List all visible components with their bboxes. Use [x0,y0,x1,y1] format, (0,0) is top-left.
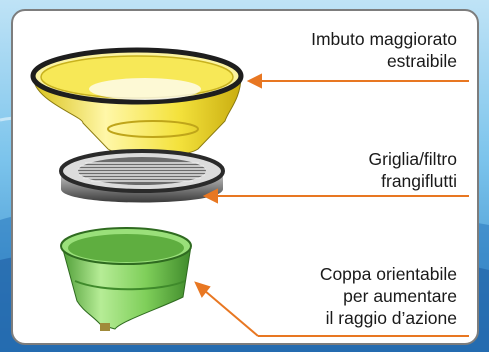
grid-filter-label: Griglia/filtro frangiflutti [368,149,458,191]
components-illustration [30,47,469,337]
cup-label: Coppa orientabile per aumentare il raggi… [319,264,457,328]
cup-part [60,227,192,331]
funnel-label: Imbuto maggiorato estraibile [311,29,457,71]
funnel-part [30,47,244,157]
grid-filter-part [59,149,225,203]
diagram-panel: Imbuto maggiorato estraibile Griglia/fil… [11,9,479,345]
pointer-lines [194,73,469,337]
